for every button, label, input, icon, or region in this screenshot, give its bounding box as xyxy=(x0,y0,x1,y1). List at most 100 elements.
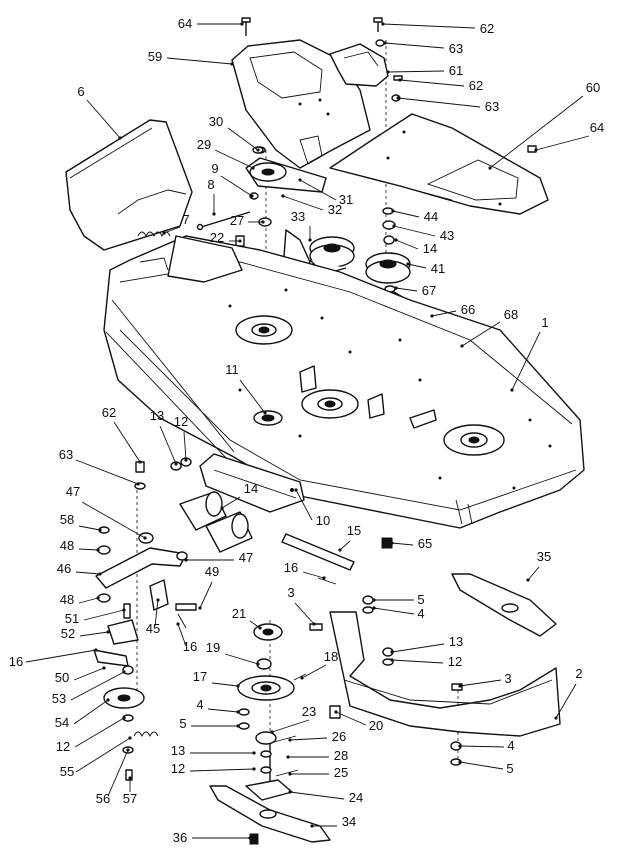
leader-line-c47a xyxy=(81,501,146,539)
leader-line-c52 xyxy=(79,631,109,637)
part-label-c60: 60 xyxy=(586,80,600,95)
part-label-c64a: 64 xyxy=(178,16,192,31)
leader-tip-c12c xyxy=(122,716,126,720)
leader-line-c13b xyxy=(391,643,445,653)
leader-tip-c47b xyxy=(184,558,188,562)
leader-tip-c18 xyxy=(300,676,304,680)
leader-line-c66 xyxy=(431,310,457,317)
leader-tip-c46 xyxy=(98,572,102,576)
leader-line-c43 xyxy=(393,225,436,237)
part-label-c31: 31 xyxy=(339,192,353,207)
leader-tip-c35 xyxy=(526,578,530,582)
part-label-c4a: 4 xyxy=(417,606,424,621)
leader-tip-c44 xyxy=(391,209,395,213)
leader-line-c2 xyxy=(555,683,577,719)
part-45-bracket xyxy=(107,579,197,645)
leader-tip-c27 xyxy=(261,220,265,224)
leader-tip-c14b xyxy=(220,506,224,510)
leader-tip-c54 xyxy=(106,698,110,702)
part-label-c65: 65 xyxy=(418,536,432,551)
leader-line-c3b xyxy=(459,679,502,687)
part-14-rollers xyxy=(179,491,253,553)
leader-line-c58 xyxy=(78,525,101,531)
leader-tip-c13b xyxy=(390,650,394,654)
leader-line-c5c xyxy=(459,761,504,770)
leader-tip-c57 xyxy=(128,776,132,780)
leader-tip-c60 xyxy=(488,166,492,170)
part-label-c66: 66 xyxy=(461,302,475,317)
leader-line-c19 xyxy=(224,653,259,665)
leader-tip-c33 xyxy=(308,238,312,242)
leader-line-c31 xyxy=(299,179,337,201)
part-label-c2: 2 xyxy=(575,666,582,681)
part-label-c22: 22 xyxy=(210,230,224,245)
leader-tip-c65 xyxy=(390,541,394,545)
leader-tip-c63a xyxy=(383,41,387,45)
leader-line-c61 xyxy=(387,70,445,73)
part-label-c24: 24 xyxy=(349,790,363,805)
part-label-c12a: 12 xyxy=(174,414,188,429)
part-label-c18: 18 xyxy=(324,649,338,664)
leader-tip-c20 xyxy=(334,710,338,714)
part-34-blade xyxy=(209,785,331,843)
leader-line-c21 xyxy=(249,620,261,629)
leader-tip-c58 xyxy=(98,528,102,532)
part-label-c63b: 63 xyxy=(485,99,499,114)
leader-tip-c15 xyxy=(338,548,342,552)
part-label-c11: 11 xyxy=(225,362,239,377)
part-label-c29: 29 xyxy=(197,137,211,152)
leader-tip-c30 xyxy=(256,148,260,152)
leader-tip-c62a xyxy=(381,22,385,26)
leader-tip-c16c xyxy=(94,648,98,652)
part-label-c50: 50 xyxy=(55,670,69,685)
part-label-c15: 15 xyxy=(347,523,361,538)
leader-line-c50 xyxy=(73,667,105,681)
leader-line-c16c xyxy=(25,649,97,663)
leader-line-c17 xyxy=(211,682,239,687)
leader-line-c7 xyxy=(163,226,181,234)
part-6-discharge-chute xyxy=(65,119,193,251)
part-label-c48b: 48 xyxy=(60,592,74,607)
leader-line-c55 xyxy=(75,737,131,773)
leader-tip-c55 xyxy=(128,736,132,740)
leader-line-c12a xyxy=(183,431,187,461)
leader-tip-c5a xyxy=(372,598,376,602)
leader-line-c46 xyxy=(75,571,101,575)
leader-line-c30 xyxy=(227,127,259,151)
leader-tip-c2 xyxy=(554,716,558,720)
leader-line-c56 xyxy=(107,749,129,797)
part-label-c6: 6 xyxy=(77,84,84,99)
leader-tip-c25 xyxy=(288,772,292,776)
part-17-spindle xyxy=(237,658,307,730)
part-label-c68: 68 xyxy=(504,307,518,322)
part-41-pulley-stack xyxy=(365,207,411,293)
part-label-c23: 23 xyxy=(302,704,316,719)
part-label-c13a: 13 xyxy=(150,408,164,423)
part-label-c62b: 62 xyxy=(469,78,483,93)
part-label-c16a: 16 xyxy=(284,560,298,575)
part-59-left-cover xyxy=(231,39,371,169)
part-label-c48a: 48 xyxy=(60,538,74,553)
leader-tip-c48b xyxy=(96,596,100,600)
part-label-c49: 49 xyxy=(205,564,219,579)
leader-line-c63a xyxy=(384,42,445,49)
leader-line-c12b xyxy=(391,659,444,664)
leader-tip-c52 xyxy=(106,630,110,634)
leader-tip-c51 xyxy=(122,608,126,612)
part-label-c53: 53 xyxy=(52,691,66,706)
leader-tip-c3b xyxy=(458,684,462,688)
leader-line-c4a xyxy=(373,607,415,615)
leader-tip-c62c xyxy=(138,460,142,464)
leader-tip-c67 xyxy=(394,286,398,290)
leader-line-c45 xyxy=(154,599,159,627)
leader-line-c62b xyxy=(399,79,465,87)
leader-line-c10 xyxy=(295,489,313,521)
part-label-c27: 27 xyxy=(230,213,244,228)
leader-line-c48a xyxy=(78,548,99,551)
part-36-bolt xyxy=(249,833,259,845)
leader-tip-c7 xyxy=(162,231,166,235)
leader-line-c65 xyxy=(391,542,414,546)
leader-line-c23 xyxy=(271,719,310,733)
leader-line-c20 xyxy=(335,711,367,726)
part-label-c14a: 14 xyxy=(423,241,437,256)
